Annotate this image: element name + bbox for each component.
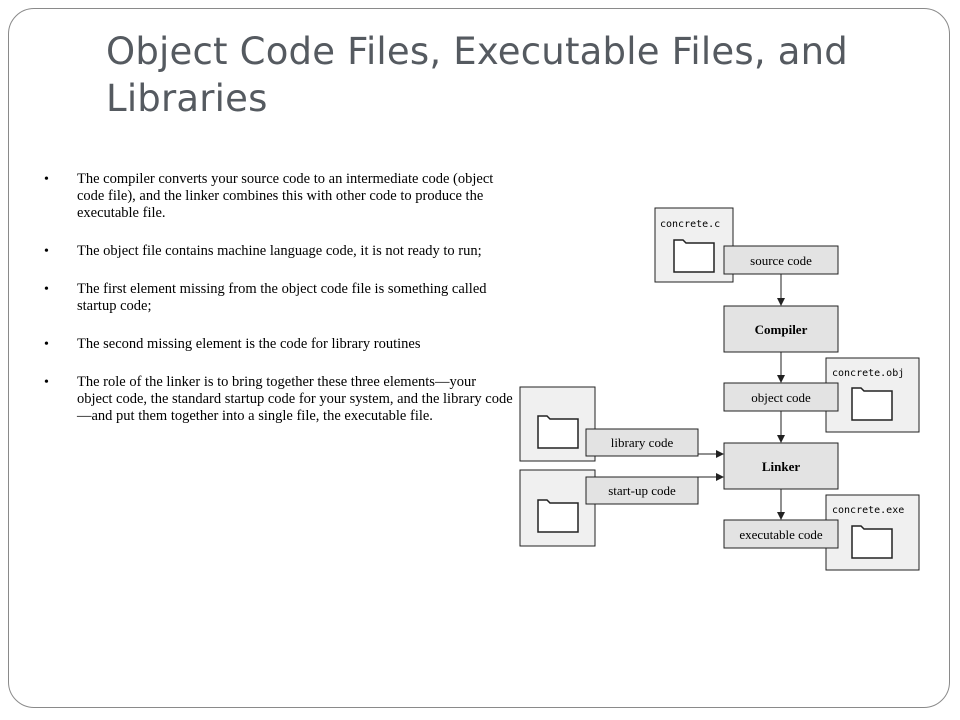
library-code-label: library code bbox=[611, 435, 674, 450]
startup-code-node: start-up code bbox=[585, 476, 699, 505]
linker-node: Linker bbox=[723, 442, 839, 490]
folder-icon bbox=[673, 239, 715, 273]
compiler-node: Compiler bbox=[723, 305, 839, 353]
source-file-label: concrete.c bbox=[660, 219, 720, 230]
object-code-node: object code bbox=[723, 382, 839, 412]
bullet-item-4: The second missing element is the code f… bbox=[44, 336, 514, 353]
executable-code-node: executable code bbox=[723, 519, 839, 549]
library-file-node bbox=[519, 386, 596, 462]
exe-file-node: concrete.exe bbox=[825, 494, 920, 571]
bullet-item-3: The first element missing from the objec… bbox=[44, 281, 514, 315]
folder-icon bbox=[537, 499, 579, 533]
folder-icon bbox=[851, 525, 893, 559]
object-file-node: concrete.obj bbox=[825, 357, 920, 433]
startup-code-label: start-up code bbox=[608, 483, 676, 498]
library-code-node: library code bbox=[585, 428, 699, 457]
source-code-label: source code bbox=[750, 253, 812, 268]
source-code-node: source code bbox=[723, 245, 839, 275]
executable-code-label: executable code bbox=[739, 527, 823, 542]
bullet-item-1: The compiler converts your source code t… bbox=[44, 171, 514, 222]
object-code-label: object code bbox=[751, 390, 811, 405]
folder-icon bbox=[851, 387, 893, 421]
startup-file-node bbox=[519, 469, 596, 547]
slide-frame bbox=[8, 8, 950, 708]
compile-link-diagram: concrete.c source code Compiler concrete… bbox=[514, 200, 928, 580]
bullet-item-2: The object file contains machine languag… bbox=[44, 243, 514, 260]
exe-file-label: concrete.exe bbox=[832, 505, 904, 516]
object-file-label: concrete.obj bbox=[832, 368, 904, 379]
bullet-list: The compiler converts your source code t… bbox=[44, 171, 514, 446]
linker-label: Linker bbox=[762, 459, 801, 474]
compiler-label: Compiler bbox=[755, 322, 808, 337]
folder-icon bbox=[537, 415, 579, 449]
bullet-item-5: The role of the linker is to bring toget… bbox=[44, 374, 514, 425]
slide-title: Object Code Files, Executable Files, and… bbox=[106, 30, 848, 120]
source-file-node: concrete.c bbox=[654, 207, 734, 283]
